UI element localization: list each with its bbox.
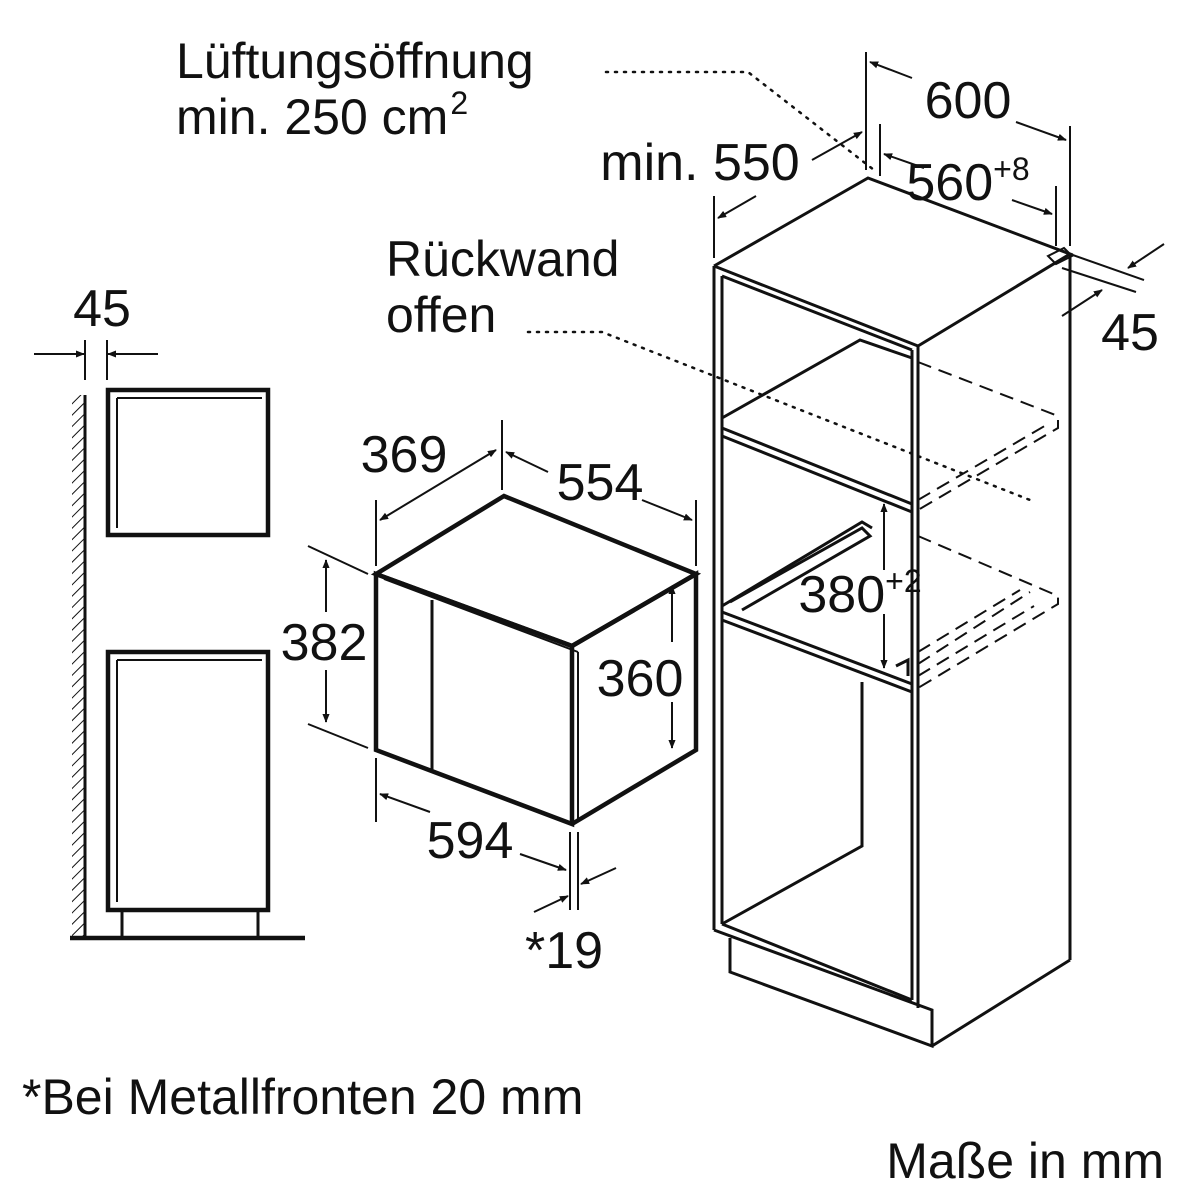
footnote: *Bei Metallfronten 20 mm xyxy=(22,1069,583,1125)
dim-550-label: min. 550 xyxy=(600,134,799,192)
dim-554-arrow-a xyxy=(505,451,549,473)
dim-600-label: 600 xyxy=(925,72,1012,130)
microwave-iso: 369 554 382 360 594 *19 xyxy=(281,420,702,980)
side-oven xyxy=(105,649,271,913)
dim-380-label: 380+2 xyxy=(798,563,921,624)
middle-shelf-front xyxy=(721,610,913,686)
side-microwave xyxy=(105,387,271,538)
ventilation-area-value: min. 250 cm xyxy=(176,89,448,145)
dim-19-arrow-a xyxy=(533,895,569,913)
cabinet-inner-front xyxy=(721,274,913,352)
side-dim-45-label: 45 xyxy=(73,280,131,338)
dim-550-arrow-a xyxy=(811,131,863,161)
middle-shelf-rail xyxy=(729,526,873,612)
upper-shelf-front xyxy=(721,426,913,506)
dim-360-label: 360 xyxy=(597,650,684,708)
dim-554-arrow-b xyxy=(641,499,693,521)
microwave-front-lip xyxy=(383,578,579,653)
dim-382-ext-b xyxy=(307,723,369,749)
middle-shelf-dashed-2 xyxy=(917,605,1035,677)
dim-594-arrow-a xyxy=(379,793,431,813)
backwall-label-line1: Rückwand xyxy=(386,231,619,287)
dim-560-tolerance: +8 xyxy=(993,151,1029,187)
tall-cabinet: 380+2 600 560+8 min. 550 45 xyxy=(526,52,1165,1049)
upper-shelf-dashed-2 xyxy=(917,423,1049,501)
upper-shelf-dashed xyxy=(917,361,1059,511)
dim-45-arrow-a xyxy=(1127,243,1165,269)
dim-560-label: 560+8 xyxy=(906,151,1029,212)
dim-594-arrow-b xyxy=(519,853,567,871)
lower-niche-back xyxy=(721,682,864,926)
middle-shelf-dashed xyxy=(917,535,1059,689)
backwall-leader xyxy=(526,330,1032,502)
dim-19-arrow-b xyxy=(580,867,617,885)
cabinet-plinth xyxy=(713,928,934,1049)
dim-560-arrow-a xyxy=(883,153,925,169)
upper-shelf-front-2 xyxy=(721,434,913,514)
side-view: 45 xyxy=(34,280,305,941)
cabinet-top xyxy=(713,176,1074,348)
panel-45-marker xyxy=(1046,246,1074,266)
cabinet-plinth-side xyxy=(931,958,1071,1048)
middle-niche-back xyxy=(721,520,873,608)
microwave-top xyxy=(370,493,702,649)
backwall-label-line2: offen xyxy=(386,287,496,343)
cabinet-front-outline xyxy=(713,264,920,1008)
units-note: Maße in mm xyxy=(886,1133,1164,1189)
dim-45-right-label: 45 xyxy=(1101,304,1159,362)
dim-550-arrow-b xyxy=(717,195,757,219)
dim-594-label: 594 xyxy=(427,812,514,870)
ventilation-area-unit-sup: 2 xyxy=(450,85,468,121)
dim-19-label: *19 xyxy=(525,922,603,980)
wall-hatch xyxy=(72,395,84,940)
upper-niche-back xyxy=(721,338,913,420)
middle-shelf-front-2 xyxy=(721,618,913,694)
middle-shelf-rail-right xyxy=(895,657,910,676)
ventilation-label-line1: Lüftungsöffnung xyxy=(176,33,534,89)
ventilation-leader xyxy=(604,70,876,172)
dim-369-line xyxy=(379,449,497,521)
dim-560-arrow-b xyxy=(1011,199,1053,215)
dim-380-tolerance: +2 xyxy=(885,563,921,599)
ventilation-label-line2: min. 250 cm2 xyxy=(176,85,468,145)
dim-45-ext-b xyxy=(1061,267,1137,293)
middle-shelf-dashed-3 xyxy=(917,591,1031,665)
dim-600-arrow-a xyxy=(869,61,913,79)
dim-369-label: 369 xyxy=(361,426,448,484)
dim-382-label: 382 xyxy=(281,614,368,672)
dim-382-ext-a xyxy=(307,545,369,575)
microwave-front xyxy=(373,570,575,828)
dim-600-arrow-b xyxy=(1015,121,1067,141)
dim-560-value: 560 xyxy=(906,154,993,212)
microwave-side xyxy=(570,570,699,826)
dim-380-value: 380 xyxy=(798,566,885,624)
dim-45-arrow-b xyxy=(1061,289,1103,317)
dim-45-ext-a xyxy=(1069,253,1145,281)
lower-floor-front xyxy=(721,922,913,1002)
dim-554-label: 554 xyxy=(557,454,644,512)
middle-shelf-dashed-4 xyxy=(917,589,1021,653)
